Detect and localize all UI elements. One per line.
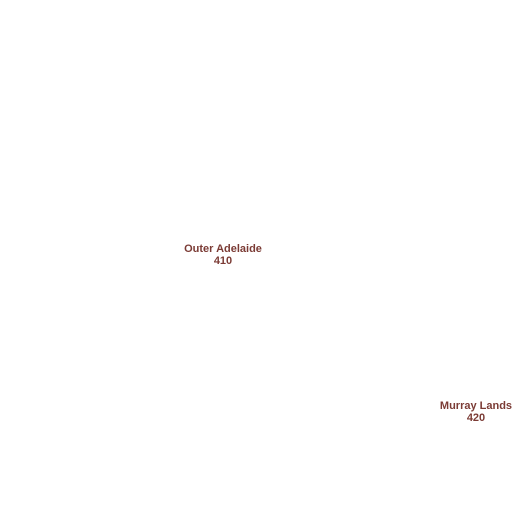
region-label-murray-lands: Murray Lands 420 bbox=[438, 400, 512, 424]
region-code: 410 bbox=[213, 255, 233, 267]
region-code: 420 bbox=[466, 412, 486, 424]
region-name: Murray Lands bbox=[439, 400, 512, 412]
region-label-outer-adelaide: Outer Adelaide 410 bbox=[182, 243, 264, 267]
region-name: Outer Adelaide bbox=[184, 243, 262, 255]
